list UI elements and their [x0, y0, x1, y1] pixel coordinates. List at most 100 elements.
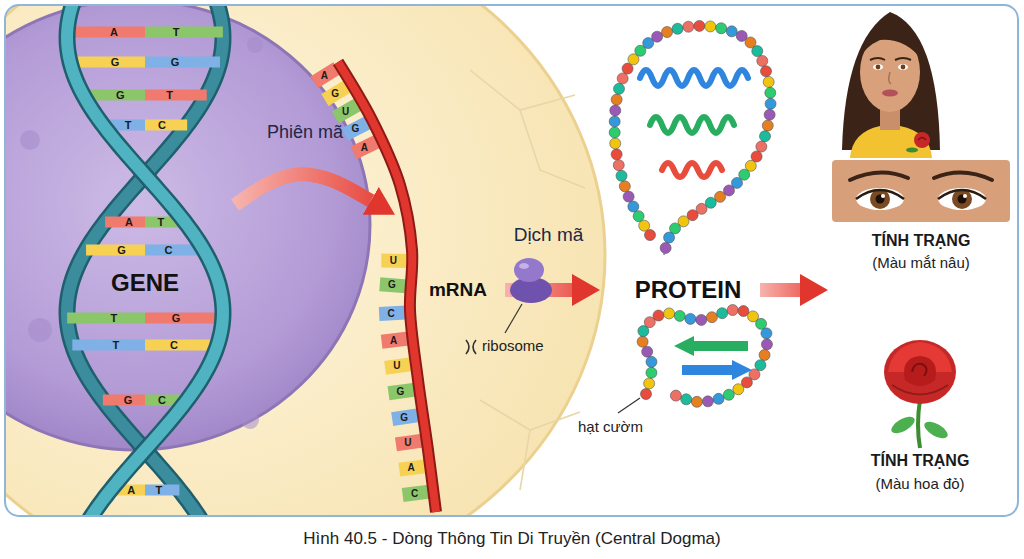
amino-acid-bead	[765, 87, 776, 98]
chromatin	[28, 318, 52, 342]
red-rose	[904, 356, 936, 386]
ribosome	[519, 263, 529, 269]
eyes-closeup	[832, 160, 1010, 222]
amino-acid-bead	[639, 220, 650, 231]
amino-acid-bead	[762, 120, 773, 131]
rna-base-letter: U	[404, 437, 411, 449]
amino-acid-bead	[662, 27, 673, 38]
figure-caption: Hình 40.5 - Dòng Thông Tin Di Truyền (Ce…	[303, 529, 720, 549]
gene-label: GENE	[111, 269, 179, 297]
base-pair-bar	[145, 485, 179, 496]
amino-acid-bead	[670, 390, 681, 401]
base-pair-bar	[145, 27, 223, 38]
amino-acid-bead	[645, 230, 656, 241]
beta-sheet	[692, 341, 748, 351]
base-pair-bar	[67, 27, 145, 38]
protein-structure	[609, 20, 776, 407]
dna-base-letter: T	[155, 484, 162, 497]
amino-acid-bead	[641, 389, 652, 400]
amino-acid-bead	[696, 314, 707, 325]
dna-base-letter: C	[158, 394, 166, 407]
amino-acid-bead	[716, 23, 727, 34]
amino-acid-bead	[723, 389, 734, 400]
nucleotide-bar	[325, 86, 348, 100]
dna-base-letter: T	[110, 312, 117, 325]
base-pair-bar	[145, 90, 207, 101]
amino-acid-bead	[613, 160, 624, 171]
dna-base-letter: C	[165, 244, 173, 257]
amino-acid-bead	[738, 306, 749, 317]
eyes-closeup	[876, 195, 885, 204]
beta-sheet	[674, 336, 694, 356]
mrna-node: mRNA	[395, 60, 505, 510]
rna-base-letter: G	[396, 386, 404, 398]
woman-portrait	[870, 58, 911, 60]
dna-base-letter: C	[158, 119, 166, 132]
panel-frame	[5, 5, 1018, 516]
amino-acid-bead	[681, 394, 692, 405]
amino-acid-bead	[664, 308, 675, 319]
eyes-closeup	[856, 188, 904, 210]
amino-acid-bead	[672, 23, 683, 34]
amino-acid-bead	[759, 350, 770, 361]
dna-front-strand	[67, 5, 223, 516]
amino-acid-bead	[622, 63, 633, 74]
red-rose	[889, 413, 918, 436]
dna-base-letter: A	[110, 26, 118, 39]
base-pair-bar	[103, 395, 145, 406]
amino-acid-bead	[727, 304, 738, 315]
cytoskeleton	[470, 70, 585, 490]
woman-portrait	[850, 126, 932, 158]
eyes-closeup	[958, 195, 967, 204]
chromatin	[20, 37, 263, 429]
dna-base-letter: T	[125, 119, 132, 132]
dna-base-letter: G	[117, 244, 126, 257]
chain-thread	[642, 310, 767, 402]
amino-acid-bead	[617, 73, 628, 84]
process-label: Dịch mã	[514, 224, 584, 246]
dna-base-letter: T	[166, 89, 173, 102]
dna-base-letter: G	[116, 89, 125, 102]
cell-cytoplasm	[5, 5, 605, 516]
woman-portrait	[842, 12, 940, 158]
red-rose	[912, 364, 927, 376]
dna-back-strand	[67, 5, 223, 516]
dna-base-letter: T	[158, 216, 165, 229]
dna-base-letter: G	[111, 56, 120, 69]
red-rose	[922, 418, 951, 441]
amino-acid-bead	[756, 141, 767, 152]
ribosome-icon	[466, 340, 476, 354]
trait-label: (Màu mắt nâu)	[872, 254, 970, 271]
woman-portrait	[842, 12, 940, 150]
rna-base-letter: A	[408, 462, 415, 474]
amino-acid-bead	[646, 356, 657, 367]
beta-sheet	[682, 365, 734, 375]
chromatin	[20, 130, 40, 150]
rna-base-letter: G	[388, 279, 396, 291]
trait-node: TÍNH TRẠNG(Màu mắt nâu)	[828, 4, 1014, 300]
dna-base-letter: A	[127, 484, 135, 497]
dna-helix	[67, 5, 223, 516]
amino-acid-bead	[664, 232, 675, 243]
base-pair-bar	[72, 340, 145, 351]
rna-base-letter: U	[393, 360, 400, 372]
woman-portrait	[889, 72, 891, 84]
dna-base-letter: T	[173, 26, 180, 39]
ribosome-icon	[466, 340, 476, 354]
alpha-helix	[650, 117, 734, 133]
amino-acid-bead	[637, 336, 648, 347]
nucleotide-bar	[335, 104, 358, 117]
amino-acid-bead	[633, 211, 644, 222]
amino-acid-bead	[611, 149, 622, 160]
dna-base-letter: A	[125, 216, 133, 229]
amino-acid-bead	[752, 46, 763, 57]
amino-acid-bead	[642, 346, 653, 357]
dna-back-strand	[67, 5, 223, 516]
dna-front-strand	[67, 5, 223, 516]
amino-acid-bead	[614, 83, 625, 94]
amino-acid-bead	[652, 31, 663, 42]
cytoskeleton	[480, 400, 580, 490]
nucleotide-bar	[381, 254, 408, 268]
eyes-closeup	[881, 194, 885, 198]
amino-acid-bead	[685, 313, 696, 324]
